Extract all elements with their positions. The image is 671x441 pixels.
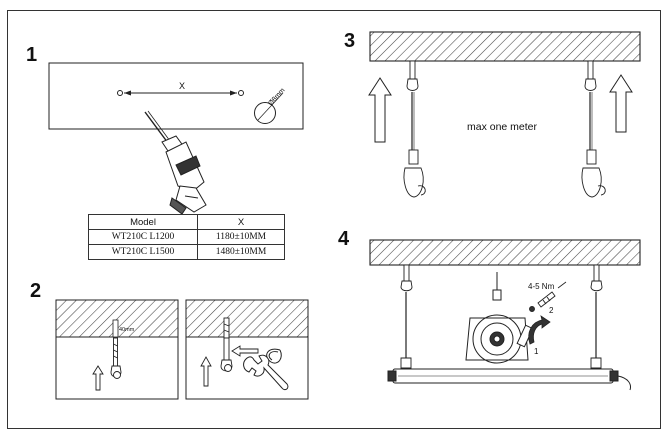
rotate-arrow-icon xyxy=(528,315,551,345)
mounting-bracket-icon xyxy=(465,272,534,364)
lamp-tube xyxy=(387,368,631,391)
push-up-arrow-right-icon xyxy=(200,356,212,387)
hanging-cable-right xyxy=(581,60,606,198)
table-header-model: Model xyxy=(88,214,198,230)
cable-left xyxy=(400,264,413,369)
callout-2: 2 xyxy=(549,306,554,315)
push-up-arrow-icon xyxy=(92,365,104,391)
drill-icon xyxy=(144,110,207,215)
step1-illustration: X Ø8mm xyxy=(48,62,304,215)
table-cell-x: 1480±10MM xyxy=(197,244,285,260)
ceiling-block-step4 xyxy=(369,239,641,266)
clip-ring-icon xyxy=(266,348,282,364)
tighten-arrow-left-icon xyxy=(231,345,259,357)
torque-label: 4-5 Nm xyxy=(528,282,555,291)
table-header-row: Model X xyxy=(88,214,285,230)
hole-mark-right xyxy=(238,90,244,96)
max-length-note: max one meter xyxy=(467,121,538,133)
anchor-bolt-icon xyxy=(110,337,122,379)
step2-illustration: 40mm xyxy=(55,299,309,400)
step3-illustration: max one meter xyxy=(368,31,641,198)
distance-label: X xyxy=(179,81,185,91)
lift-arrow-right-icon xyxy=(609,74,633,133)
table-header-x: X xyxy=(197,214,285,230)
model-table: Model X WT210C L1200 1180±10MM WT210C L1… xyxy=(88,214,285,260)
step4-illustration: 4-5 Nm 2 1 xyxy=(369,239,641,391)
screw-icon xyxy=(529,291,556,312)
hanging-cable-left xyxy=(403,60,426,198)
table-row: WT210C L1500 1480±10MM xyxy=(88,244,285,260)
callout-1: 1 xyxy=(534,347,539,356)
hole-leader-line xyxy=(257,92,284,121)
table-cell-x: 1180±10MM xyxy=(197,229,285,245)
hole-depth-label: 40mm xyxy=(119,327,135,333)
diagram-frame xyxy=(7,10,661,429)
table-cell-model: WT210C L1500 xyxy=(88,244,198,260)
step-number-4: 4 xyxy=(338,228,350,250)
ceiling-hatch-right xyxy=(185,299,309,338)
table-row: WT210C L1200 1180±10MM xyxy=(88,229,285,245)
arrowhead-left-icon xyxy=(124,90,131,96)
installed-anchor-icon xyxy=(220,317,233,372)
cable-right xyxy=(590,264,603,369)
step-number-1: 1 xyxy=(26,44,38,66)
lift-arrow-left-icon xyxy=(368,77,392,143)
table-cell-model: WT210C L1200 xyxy=(88,229,198,245)
hole-mark-left xyxy=(117,90,123,96)
step-number-2: 2 xyxy=(30,280,42,302)
ceiling-block-step3 xyxy=(369,31,641,62)
wrench-icon xyxy=(243,354,289,391)
arrowhead-right-icon xyxy=(230,90,237,96)
drilled-hole xyxy=(112,319,119,338)
torque-leader-line xyxy=(557,281,567,289)
step-number-3: 3 xyxy=(344,30,356,52)
